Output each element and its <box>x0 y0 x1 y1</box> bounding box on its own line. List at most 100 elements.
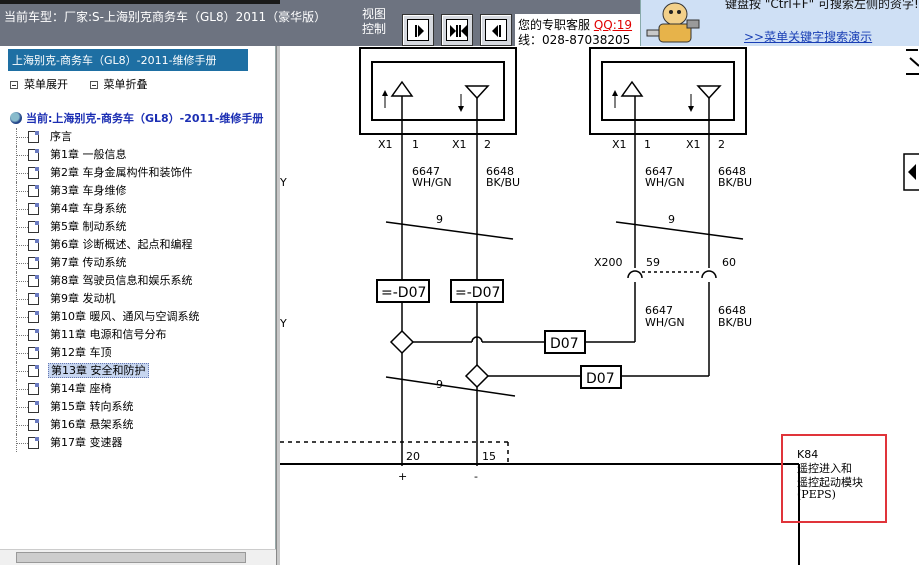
highlight-box <box>781 434 887 523</box>
chapter-label: 第4章 车身系统 <box>50 202 127 215</box>
wire-color: BK/BU <box>486 176 520 189</box>
sidebar-horizontal-scrollbar[interactable] <box>0 549 276 565</box>
chapter-label: 第17章 变速器 <box>50 436 123 449</box>
chapter-item[interactable]: 第17章 变速器 <box>14 434 202 452</box>
chapter-item[interactable]: 第10章 暖风、通风与空调系统 <box>14 308 202 326</box>
ref-label: =-D07 <box>381 285 426 301</box>
document-icon <box>28 347 39 359</box>
tree-root-label: 当前:上海别克-商务车（GL8）-2011-维修手册 <box>26 112 264 125</box>
chapter-item[interactable]: 第13章 安全和防护 <box>14 362 202 380</box>
antenna-connector-left-inner <box>371 61 505 121</box>
arrow-left-icon <box>492 25 501 37</box>
pin-label: 1 <box>644 138 651 151</box>
chapter-label: 第10章 暖风、通风与空调系统 <box>50 310 200 323</box>
chapter-item[interactable]: 第4章 车身系统 <box>14 200 202 218</box>
chapter-item[interactable]: 第11章 电源和信号分布 <box>14 326 202 344</box>
wire-number: 6647 <box>412 165 440 178</box>
module-name: 遥控进入和 <box>797 461 852 475</box>
chapter-item[interactable]: 第15章 转向系统 <box>14 398 202 416</box>
ref-label: =-D07 <box>455 285 500 301</box>
document-icon <box>28 437 39 449</box>
side-arrow-button[interactable] <box>903 153 919 191</box>
chapter-item[interactable]: 第3章 车身维修 <box>14 182 202 200</box>
chapter-item[interactable]: 第2章 车身金属构件和装饰件 <box>14 164 202 182</box>
connector-pin <box>627 270 643 279</box>
antenna-connector-right <box>589 47 747 135</box>
wire-number: 6648 <box>718 304 746 317</box>
mascot-icon <box>646 2 700 43</box>
wire-number: 6647 <box>645 165 673 178</box>
panel-splitter[interactable] <box>276 46 280 565</box>
chapter-item[interactable]: 第9章 发动机 <box>14 290 202 308</box>
collapse-menu-button[interactable]: 菜单折叠 <box>89 76 148 92</box>
wire-color: WH/GN <box>645 176 685 189</box>
previous-page-button[interactable] <box>480 14 512 46</box>
chapter-label: 第9章 发动机 <box>50 292 116 305</box>
antenna-down-icon <box>458 85 490 112</box>
ref-box <box>450 279 504 303</box>
document-icon <box>28 239 39 251</box>
document-icon <box>28 203 39 215</box>
module-name: 遥控起动模块 <box>797 475 863 489</box>
chapter-label: 第5章 制动系统 <box>50 220 127 233</box>
view-control-label: 视图控制 <box>362 7 387 36</box>
document-icon <box>28 221 39 233</box>
current-vehicle-label: 当前车型：厂家:S-上海别克商务车（GL8）2011（豪华版） <box>4 10 327 24</box>
chapter-list: 序言第1章 一般信息第2章 车身金属构件和装饰件第3章 车身维修第4章 车身系统… <box>14 128 202 452</box>
chapter-item[interactable]: 第14章 座椅 <box>14 380 202 398</box>
chapter-item[interactable]: 第16章 悬架系统 <box>14 416 202 434</box>
wiring-diagram-view[interactable]: X1 1 X1 2 X1 1 X1 2 6647 WH/GN 6648 BK/B… <box>280 46 919 565</box>
chapter-item[interactable]: 第6章 诊断概述、起点和编程 <box>14 236 202 254</box>
chapter-label: 第6章 诊断概述、起点和编程 <box>50 238 193 251</box>
antenna-connector-left <box>359 47 517 135</box>
chapter-item[interactable]: 第8章 驾驶员信息和娱乐系统 <box>14 272 202 290</box>
module-code: K84 <box>797 448 818 461</box>
service-qq-link[interactable]: QQ:19 <box>593 18 633 32</box>
chapter-label: 第12章 车顶 <box>50 346 112 359</box>
cropped-label: Y <box>280 176 287 189</box>
chapter-label: 第11章 电源和信号分布 <box>50 328 167 341</box>
tree-root[interactable]: 当前:上海别克-商务车（GL8）-2011-维修手册 <box>10 110 263 126</box>
search-demo-link[interactable]: >>菜单关键字搜索演示 <box>744 30 873 44</box>
fit-width-icon <box>450 25 467 37</box>
wire-number: 6648 <box>718 165 746 178</box>
wire-number: 6647 <box>645 304 673 317</box>
chapter-item[interactable]: 第12章 车顶 <box>14 344 202 362</box>
splice-diamond <box>464 363 490 389</box>
document-icon <box>28 149 39 161</box>
wire-number: 6648 <box>486 165 514 178</box>
chapter-item[interactable]: 第7章 传动系统 <box>14 254 202 272</box>
chapter-label: 第8章 驾驶员信息和娱乐系统 <box>50 274 193 287</box>
wiring-diagram: X1 1 X1 2 X1 1 X1 2 6647 WH/GN 6648 BK/B… <box>280 47 919 565</box>
service-phone: 线：028-87038205 <box>518 33 631 46</box>
wire-color: BK/BU <box>718 176 752 189</box>
twisted-pair-marker <box>615 221 744 240</box>
pin-label: X1 <box>378 138 393 151</box>
fit-view-button[interactable] <box>441 14 473 46</box>
ref-box <box>544 330 586 354</box>
document-icon <box>28 167 39 179</box>
scrollbar-thumb[interactable] <box>16 552 246 563</box>
splice-diamond <box>389 329 415 355</box>
document-icon <box>28 311 39 323</box>
next-page-button[interactable] <box>402 14 434 46</box>
chapter-label: 第1章 一般信息 <box>50 148 127 161</box>
antenna-connector-right-inner <box>601 61 735 121</box>
document-icon <box>28 419 39 431</box>
ref-label: D07 <box>550 336 579 352</box>
document-icon <box>28 185 39 197</box>
expand-icon <box>10 81 18 89</box>
wire-color: WH/GN <box>645 316 685 329</box>
document-icon <box>28 257 39 269</box>
expand-menu-button[interactable]: 菜单展开 <box>10 76 68 92</box>
chapter-item[interactable]: 第5章 制动系统 <box>14 218 202 236</box>
pin-label: 15 <box>482 450 496 463</box>
twist-label: 9 <box>436 378 443 391</box>
document-icon <box>28 329 39 341</box>
pin-label: 1 <box>412 138 419 151</box>
pin-label: X1 <box>612 138 627 151</box>
chapter-item[interactable]: 序言 <box>14 128 202 146</box>
document-icon <box>28 293 39 305</box>
chapter-item[interactable]: 第1章 一般信息 <box>14 146 202 164</box>
module-abbr: (PEPS) <box>797 488 836 501</box>
